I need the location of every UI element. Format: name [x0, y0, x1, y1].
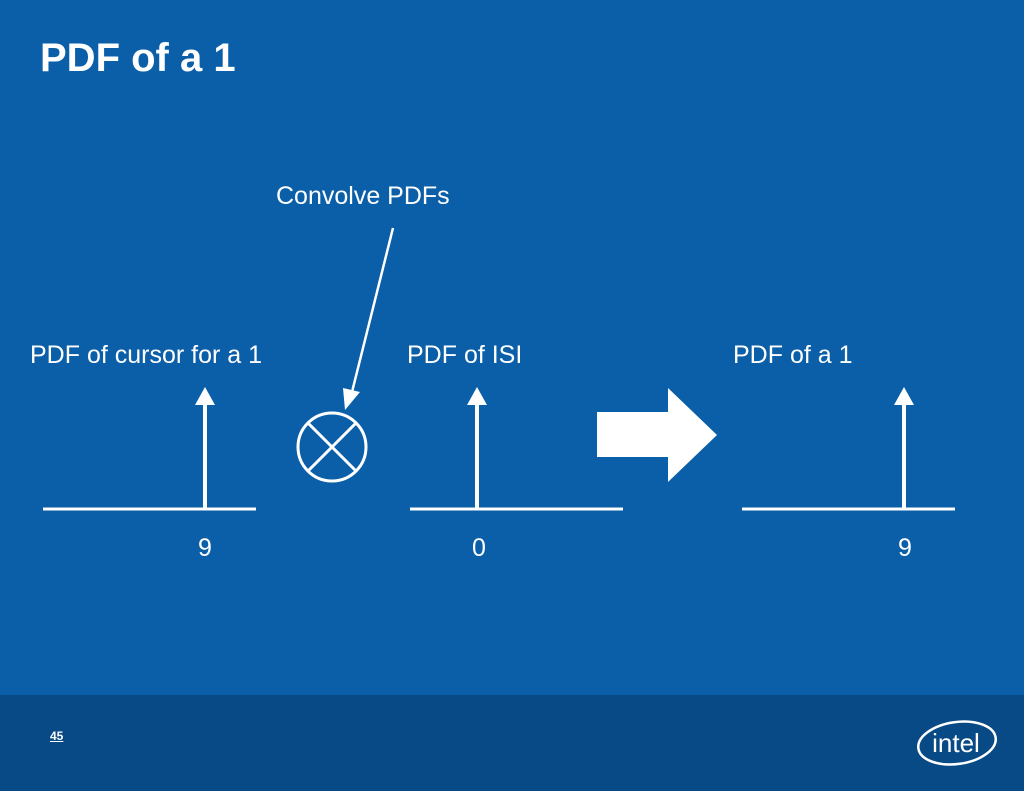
panel-label-result: PDF of a 1	[733, 341, 853, 369]
logo-text: intel	[932, 728, 980, 758]
block-right-arrow-icon	[597, 388, 717, 482]
footer-band	[0, 695, 1024, 791]
annotation-arrow	[343, 227, 395, 410]
panel-label-isi: PDF of ISI	[407, 341, 523, 369]
pdf-panel-cursor	[43, 387, 256, 511]
panel-label-cursor: PDF of cursor for a 1	[30, 341, 263, 369]
tick-label-isi: 0	[472, 534, 486, 562]
intel-logo: intel	[917, 720, 997, 766]
page-number: 45	[50, 729, 64, 743]
slide-body	[0, 0, 1024, 695]
annotation-label: Convolve PDFs	[276, 182, 450, 210]
slide-title: PDF of a 1	[40, 36, 236, 80]
impulse-arrowhead	[195, 387, 215, 405]
diagram-canvas	[43, 227, 955, 511]
impulse-arrowhead	[467, 387, 487, 405]
convolution-circle-x-icon	[296, 411, 368, 483]
pdf-panel-isi	[410, 387, 623, 511]
tick-label-cursor: 9	[198, 534, 212, 562]
pdf-panel-result	[742, 387, 955, 511]
tick-label-result: 9	[898, 534, 912, 562]
impulse-arrowhead	[894, 387, 914, 405]
